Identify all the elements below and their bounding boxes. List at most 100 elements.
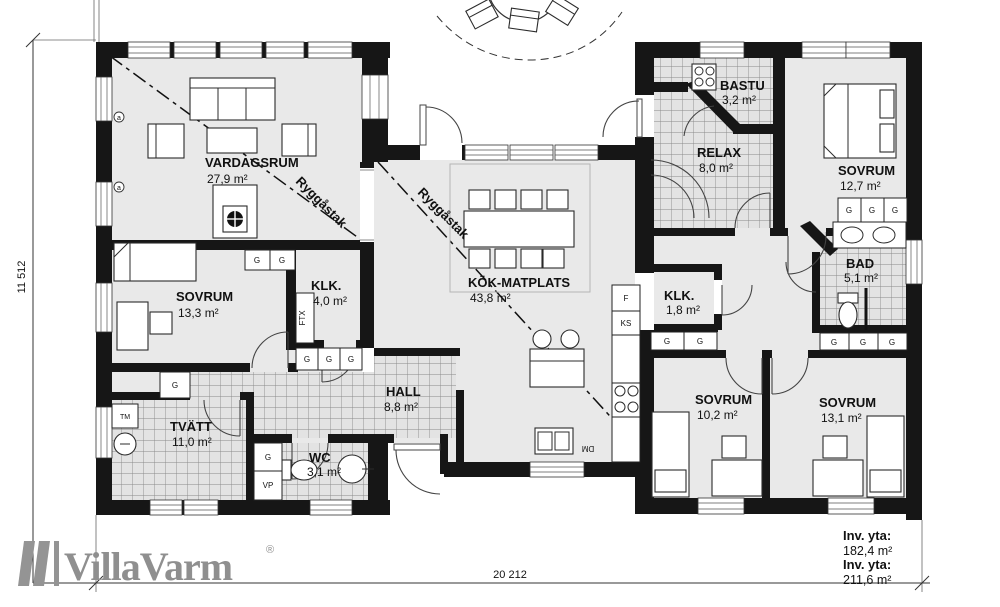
summary-value-2: 211,6 m² — [843, 573, 891, 587]
klk2-door — [721, 284, 753, 316]
toilet-wc — [281, 459, 318, 481]
windows — [95, 41, 923, 516]
doors — [203, 98, 827, 495]
wc-sink — [337, 454, 374, 484]
appliance-labels: TM F KS DM a a — [113, 111, 632, 453]
dimension-height: 11 512 — [16, 261, 28, 294]
dishwasher-label: DM — [581, 444, 594, 453]
summary-label-2: Inv. yta: — [843, 557, 891, 572]
closet-label: G — [869, 206, 875, 215]
dimension-width: 20 212 — [493, 569, 527, 581]
closet-label: G — [172, 381, 178, 390]
room-area-sovrum3: 10,2 m² — [697, 408, 738, 422]
chair — [721, 435, 747, 459]
toilet-bad — [837, 288, 868, 330]
fireplace — [212, 184, 258, 239]
washing-machine — [111, 403, 139, 456]
room-area-klk2: 1,8 m² — [666, 303, 700, 317]
window — [95, 74, 923, 459]
terrace-furniture — [436, 0, 623, 61]
armchair — [147, 123, 185, 159]
room-area-sovrum4: 13,1 m² — [821, 411, 862, 425]
room-name-vardagsrum: VARDAGSRUM — [205, 155, 299, 170]
room-name-sovrum3: SOVRUM — [695, 392, 752, 407]
entry-door — [393, 443, 441, 451]
sauna-heater — [691, 63, 717, 91]
room-name-klk1: KLK. — [311, 278, 341, 293]
brand-logo: VillaVarm ® — [18, 541, 274, 589]
closet-label: G — [697, 337, 703, 346]
relax-door — [734, 192, 771, 229]
bed — [866, 415, 905, 498]
ftx-unit-label: FTX — [298, 310, 307, 326]
room-name-bad: BAD — [846, 256, 874, 271]
terrace-door — [419, 104, 427, 146]
desk — [812, 459, 864, 497]
chair — [149, 311, 173, 335]
room-area-kok: 43,8 m² — [470, 291, 511, 305]
room-area-hall: 8,8 m² — [384, 400, 418, 414]
relax-shower — [650, 159, 710, 219]
washer-label: TM — [120, 414, 130, 421]
outlet-letter: a — [117, 185, 121, 192]
bed — [651, 411, 690, 498]
summary-value-1: 182,4 m² — [843, 544, 892, 558]
sovrum3-door — [725, 357, 763, 395]
closet-cells: G G G G G G G VP FTX G G G G G G G G — [159, 197, 908, 501]
room-name-kok: KÖK-MATPLATS — [468, 275, 570, 290]
area-summary: Inv. yta: 182,4 m² Inv. yta: 211,6 m² — [843, 528, 892, 587]
closet-label: G — [265, 453, 271, 462]
room-area-bad: 5,1 m² — [844, 271, 878, 285]
freezer-label: F — [624, 294, 629, 303]
closet-label: G — [304, 355, 310, 364]
outlet-symbol — [113, 181, 125, 193]
closet-label: G — [348, 355, 354, 364]
room-name-sovrum4: SOVRUM — [819, 395, 876, 410]
heat-pump-label: VP — [263, 481, 274, 490]
room-name-bastu: BASTU — [720, 78, 765, 93]
room-area-sovrum1: 13,3 m² — [178, 306, 219, 320]
room-area-wc: 3,1 m² — [307, 465, 341, 479]
villavarm-icon — [18, 541, 59, 586]
dining-table — [463, 189, 575, 269]
desk — [711, 459, 763, 497]
tvatt-door — [203, 399, 241, 437]
outlet-letter: a — [117, 115, 121, 122]
sofa — [189, 77, 276, 121]
chair — [822, 435, 848, 459]
brand-name: VillaVarm — [64, 544, 233, 589]
desk — [116, 301, 149, 351]
closet-label: G — [279, 256, 285, 265]
closet-label: G — [326, 355, 332, 364]
closet-label: G — [860, 338, 866, 347]
coffee-table — [206, 127, 258, 154]
window — [127, 41, 891, 516]
sovrum1-door — [251, 331, 289, 369]
bad-door — [785, 261, 817, 293]
room-area-bastu: 3,2 m² — [722, 93, 756, 107]
room-area-sovrum2: 12,7 m² — [840, 179, 881, 193]
registered-mark: ® — [266, 544, 274, 556]
outlet-symbol — [113, 111, 125, 123]
closet-label: G — [254, 256, 260, 265]
sovrum4-door — [771, 357, 809, 395]
room-name-tvatt: TVÄTT — [170, 419, 212, 434]
double-bed — [823, 83, 897, 159]
kitchen-counter — [611, 284, 641, 463]
kitchen-island — [529, 329, 585, 388]
room-area-klk1: 4,0 m² — [313, 294, 347, 308]
room-name-wc: WC — [309, 450, 331, 465]
room-area-tvatt: 11,0 m² — [172, 435, 212, 449]
room-area-vardagsrum: 27,9 m² — [207, 172, 248, 186]
relax-exterior-door — [636, 98, 643, 138]
closet-label: G — [831, 338, 837, 347]
bastu-door — [683, 105, 715, 137]
closet-label: G — [889, 338, 895, 347]
kitchen-sink — [534, 427, 574, 455]
room-name-sovrum2: SOVRUM — [838, 163, 895, 178]
armchair — [281, 123, 317, 157]
closet-label: G — [846, 206, 852, 215]
fridge-label: KS — [621, 319, 632, 328]
